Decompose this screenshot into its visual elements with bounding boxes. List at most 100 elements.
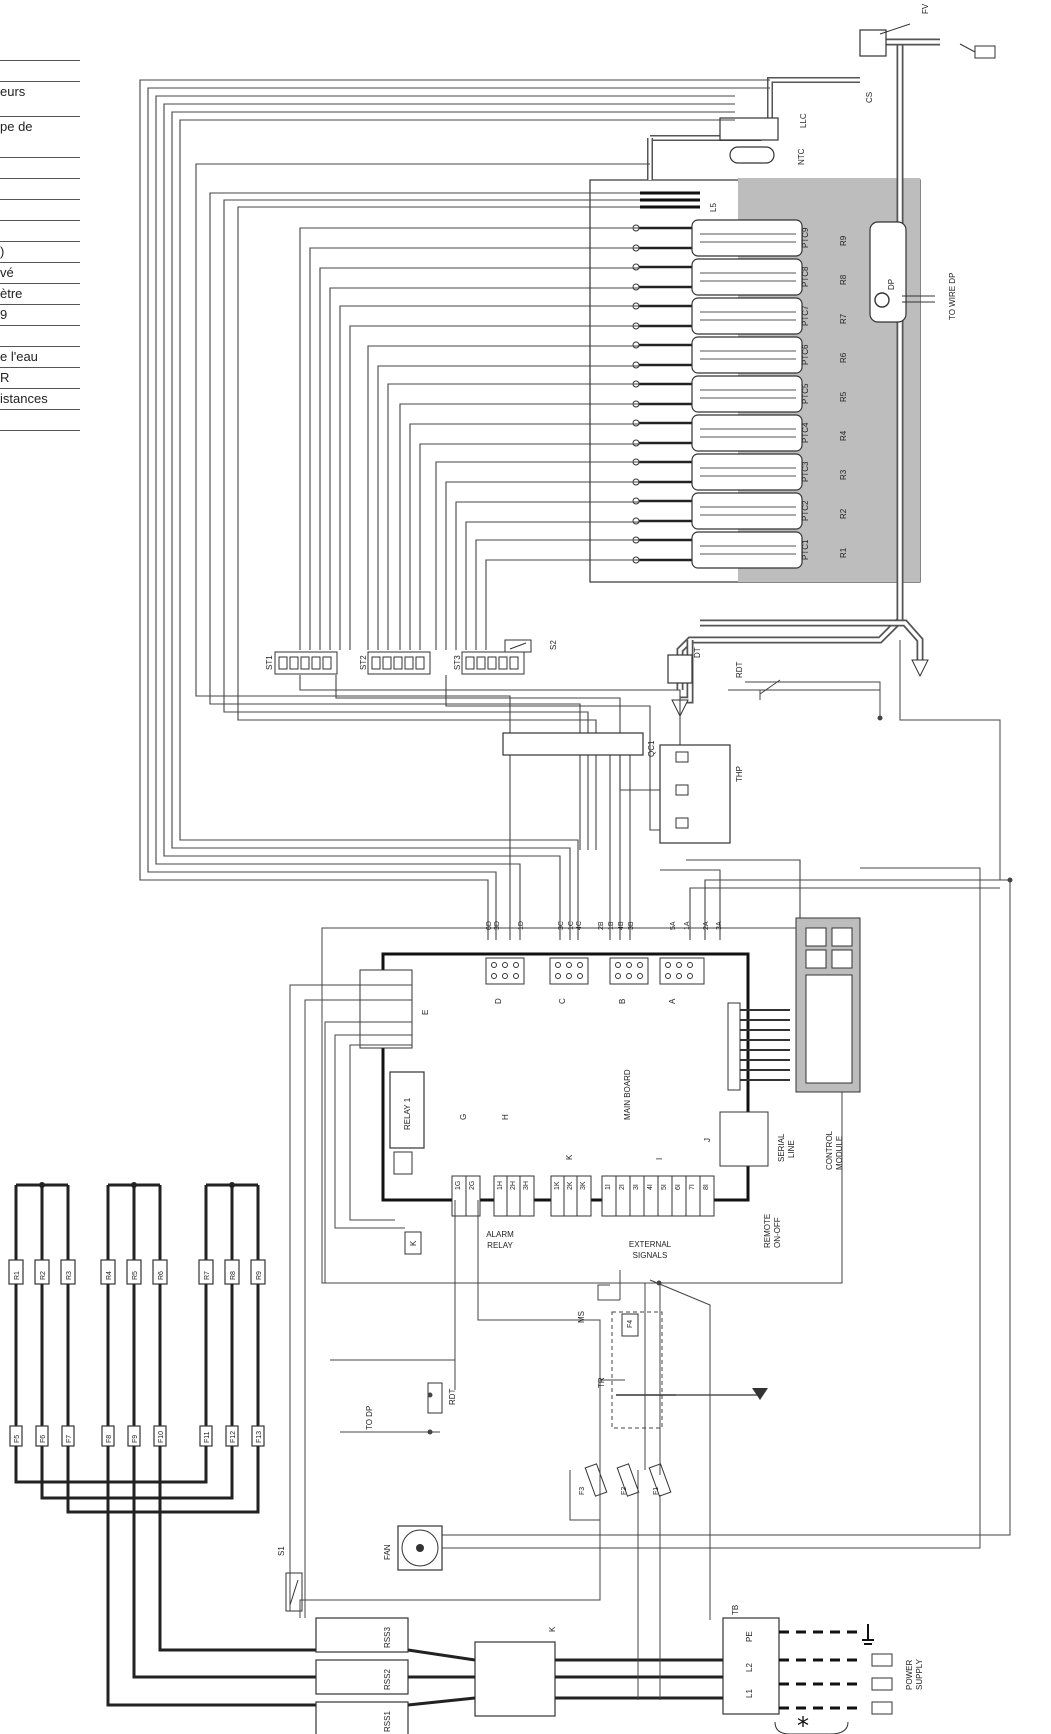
bank-fuse-label: F5 <box>14 1435 21 1443</box>
label-remote-1: REMOTE <box>763 1214 772 1248</box>
alarm-terminal: 3H <box>523 1181 530 1190</box>
label-rss2: RSS2 <box>383 1669 392 1690</box>
alarm-terminal: 1H <box>497 1181 504 1190</box>
label-l2: L2 <box>745 1663 754 1672</box>
connector-label: D <box>494 998 503 1004</box>
ptc-label: PTC2 <box>801 500 810 521</box>
label-h: H <box>501 1114 510 1120</box>
label-alarm-2: RELAY <box>487 1241 513 1250</box>
resistor-label: R5 <box>839 391 848 402</box>
ext-signal-terminal: 5I <box>661 1184 668 1190</box>
resistor-label: R8 <box>839 274 848 285</box>
wire-label: 1B <box>608 921 615 930</box>
label-dp: DP <box>887 279 896 290</box>
ptc-terminal <box>632 497 640 505</box>
label-power-1: POWER <box>905 1660 914 1690</box>
label-i: I <box>655 1158 664 1160</box>
ext-signal-terminal: 1I <box>605 1184 612 1190</box>
alarm-terminal: 2H <box>510 1181 517 1190</box>
ptc-label: PTC9 <box>801 227 810 248</box>
label-rss1: RSS1 <box>383 1711 392 1732</box>
legend-row <box>0 326 80 347</box>
resistor-label: R2 <box>839 508 848 519</box>
board-connector <box>609 957 649 985</box>
label-asterisk: * <box>797 1712 809 1734</box>
ptc-element <box>691 492 803 530</box>
label-st2: ST2 <box>359 655 368 670</box>
ptc-label: PTC1 <box>801 539 810 560</box>
label-k-relay: K <box>409 1240 418 1246</box>
ptc-label: PTC3 <box>801 461 810 482</box>
label-f4: F4 <box>627 1320 634 1328</box>
ptc-terminal <box>632 439 640 447</box>
label-e: E <box>421 1010 430 1015</box>
qc1-thp <box>502 639 731 844</box>
ptc-terminal <box>632 341 640 349</box>
label-control-2: MODULE <box>835 1136 844 1170</box>
label-ext-1: EXTERNAL <box>629 1240 672 1249</box>
label-k-board: K <box>565 1154 574 1160</box>
label-j: J <box>703 1138 712 1142</box>
ext-signal-terminal: 7I <box>689 1184 696 1190</box>
legend-row <box>0 179 80 200</box>
label-dt: DT <box>693 647 702 658</box>
ext-signal-terminal: 6I <box>675 1184 682 1190</box>
ptc-label: PTC6 <box>801 344 810 365</box>
power-section <box>285 1311 893 1734</box>
k-terminal: 3K <box>580 1181 587 1190</box>
legend-row: vé <box>0 263 80 284</box>
label-f1: F1 <box>653 1487 660 1495</box>
terminal-strips <box>274 651 525 675</box>
wire-label: 3B <box>628 921 635 930</box>
resistor-label: R4 <box>839 430 848 441</box>
legend-row: e l'eau <box>0 347 80 368</box>
bank-resistor-label: R4 <box>106 1271 113 1280</box>
label-serial-1: SERIAL <box>777 1133 786 1162</box>
legend-row: ètre <box>0 284 80 305</box>
legend-row: eurs <box>0 82 80 117</box>
wire-label: 1C <box>568 921 575 930</box>
label-qc1: QC1 <box>647 740 656 757</box>
wire-label: 3A <box>716 921 723 930</box>
k-terminal: 2K <box>567 1181 574 1190</box>
heater-tank <box>589 23 996 718</box>
label-fan: FAN <box>383 1544 392 1560</box>
ptc-label: PTC5 <box>801 383 810 404</box>
connector-label: B <box>618 999 627 1004</box>
label-cs: CS <box>865 92 874 103</box>
ext-signal-terminal: 3I <box>633 1184 640 1190</box>
resistor-label: R7 <box>839 313 848 324</box>
label-ntc: NTC <box>797 148 806 165</box>
bank-resistor-label: R5 <box>132 1271 139 1280</box>
ptc-element <box>691 453 803 491</box>
legend-row <box>0 410 80 431</box>
ptc-element <box>691 258 803 296</box>
bank-fuse-label: F13 <box>256 1431 263 1443</box>
connector-label: A <box>668 998 677 1004</box>
bank-fuse-label: F6 <box>40 1435 47 1443</box>
legend-row <box>0 61 80 82</box>
ptc-element <box>691 531 803 569</box>
bank-resistor-label: R9 <box>256 1271 263 1280</box>
ptc-terminal <box>632 283 640 291</box>
wire-label: 4B <box>618 921 625 930</box>
ext-signal-terminal: 2I <box>619 1184 626 1190</box>
ptc-element <box>691 336 803 374</box>
bank-fuse-label: F8 <box>106 1435 113 1443</box>
resistor-label: R9 <box>839 235 848 246</box>
bank-resistor-label: R6 <box>158 1271 165 1280</box>
label-to-wire-dp: TO WIRE DP <box>948 273 957 320</box>
label-tb: TB <box>731 1605 740 1615</box>
alarm-terminal: 1G <box>455 1181 462 1190</box>
label-l1: L1 <box>745 1689 754 1698</box>
legend-row <box>0 200 80 221</box>
wire-bundle <box>139 79 1010 940</box>
bank-resistor-label: R2 <box>40 1271 47 1280</box>
bank-fuse-label: F11 <box>204 1431 211 1443</box>
board-connector <box>485 957 525 985</box>
flat-cable <box>727 1002 790 1091</box>
bank-fuse-label: F10 <box>158 1431 165 1443</box>
k-terminal: 1K <box>554 1181 561 1190</box>
ptc-label: PTC8 <box>801 266 810 287</box>
